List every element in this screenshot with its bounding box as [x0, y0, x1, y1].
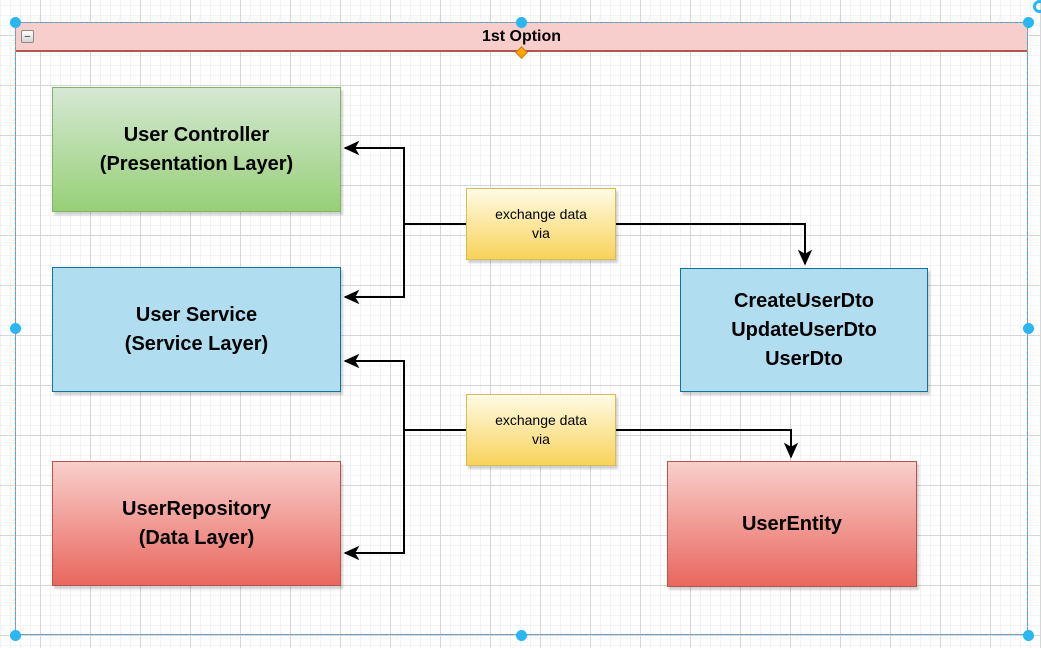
node-label: UserEntity — [741, 512, 843, 535]
edge-label1-to-dto[interactable] — [616, 223, 813, 266]
node-label: UserRepository (Data Layer) — [122, 497, 271, 549]
node-user-controller[interactable]: User Controller (Presentation Layer) — [52, 87, 341, 212]
selection-handle-e[interactable] — [1023, 323, 1034, 334]
collapse-icon[interactable]: − — [21, 30, 34, 43]
selection-handle-nw[interactable] — [10, 17, 21, 28]
edge-dto-to-service[interactable] — [343, 224, 405, 305]
edge-entity-to-repository[interactable] — [343, 430, 405, 561]
selection-handle-ne[interactable] — [1023, 17, 1034, 28]
rotation-handle[interactable] — [1033, 0, 1041, 13]
selection-handle-sw[interactable] — [10, 630, 21, 641]
container-title: 1st Option — [481, 27, 562, 45]
selection-handle-se[interactable] — [1023, 630, 1034, 641]
edge-label-text: exchange data via — [495, 206, 587, 241]
node-user-entity[interactable]: UserEntity — [667, 461, 917, 587]
edge-dto-to-controller[interactable] — [343, 140, 466, 225]
selection-handle-s[interactable] — [516, 630, 527, 641]
edge-label-exchange-data-bottom[interactable]: exchange data via — [466, 394, 616, 466]
edge-label-exchange-data-top[interactable]: exchange data via — [466, 188, 616, 260]
edge-label2-to-entity[interactable] — [616, 429, 799, 459]
node-label: User Service (Service Layer) — [124, 303, 269, 355]
node-user-dto[interactable]: CreateUserDto UpdateUserDto UserDto — [680, 268, 928, 392]
selection-handle-w[interactable] — [10, 323, 21, 334]
node-label: User Controller (Presentation Layer) — [99, 123, 294, 175]
edge-label-text: exchange data via — [495, 412, 587, 447]
node-label: CreateUserDto UpdateUserDto UserDto — [731, 289, 877, 370]
node-user-repository[interactable]: UserRepository (Data Layer) — [52, 461, 341, 586]
node-user-service[interactable]: User Service (Service Layer) — [52, 267, 341, 392]
selection-handle-n[interactable] — [516, 17, 527, 28]
edge-entity-to-service[interactable] — [343, 353, 466, 431]
